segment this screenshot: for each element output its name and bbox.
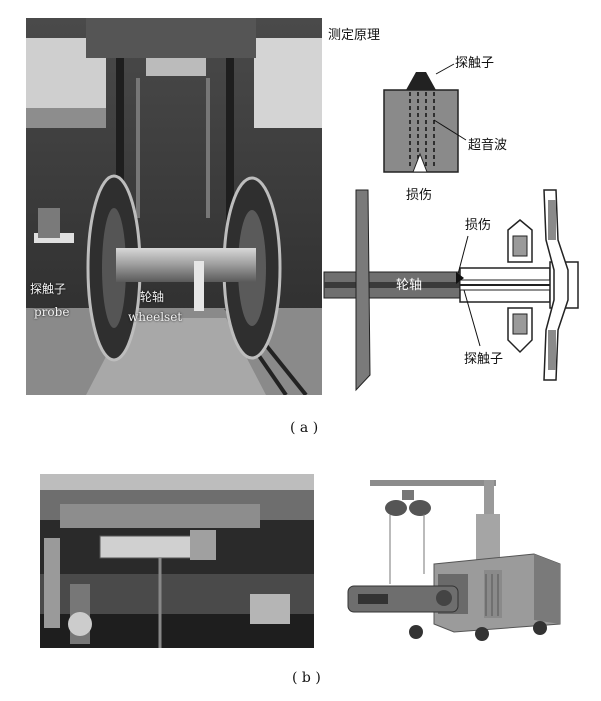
equipment-3d-render xyxy=(334,474,574,644)
axle-label: 轮轴 xyxy=(396,278,423,293)
probe-label-bottom: 探触子 xyxy=(464,352,504,367)
probe-label-en: probe xyxy=(34,305,70,319)
caption-a: ( a ) xyxy=(290,420,319,436)
inspection-equipment-photo xyxy=(40,474,314,648)
diagram-title: 测定原理 xyxy=(328,28,381,43)
flaw-label-axle: 损伤 xyxy=(465,218,492,233)
probe-label-cn: 探触子 xyxy=(30,282,67,296)
probe-label-top: 探触子 xyxy=(455,56,495,71)
axle-label-cn: 轮轴 xyxy=(140,290,165,304)
flaw-label-top: 损伤 xyxy=(406,188,433,203)
ultrasonic-label: 超音波 xyxy=(468,138,508,153)
wheelset-inspection-photo: 探触子 probe 轮轴 wheelset xyxy=(26,18,322,395)
measurement-principle-diagram: 探触子 超音波 损伤 损伤 轮轴 探触子 xyxy=(318,50,601,400)
caption-b: ( b ) xyxy=(292,670,321,686)
axle-label-en: wheelset xyxy=(128,310,183,324)
